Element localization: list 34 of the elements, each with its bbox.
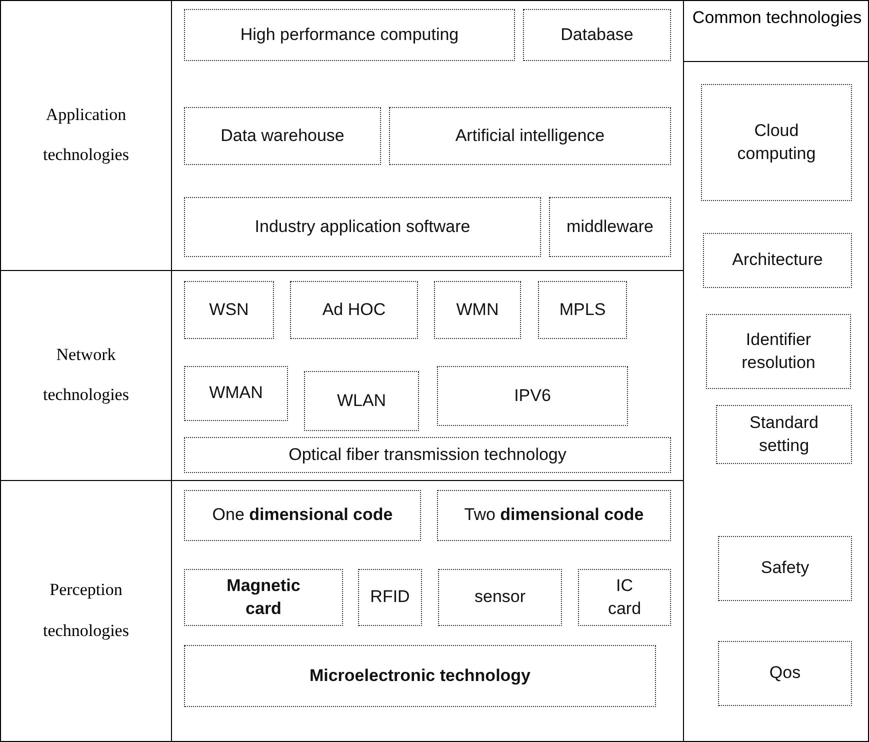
technology-box: IPV6 [437, 366, 628, 426]
technology-box: Ad HOC [290, 281, 418, 339]
technology-box: Optical fiber transmission technology [184, 437, 671, 473]
layer-panel [0, 0, 684, 271]
technology-box: Magnetic card [184, 569, 343, 626]
technology-box: IC card [578, 569, 671, 626]
technology-box: Industry application software [184, 197, 541, 257]
technology-box: Identifier resolution [706, 314, 851, 389]
layer-title: Network technologies [42, 344, 130, 406]
layer-panel [0, 480, 684, 742]
technology-box: Cloud computing [701, 84, 852, 201]
technology-box: Standard setting [716, 405, 852, 464]
technology-box: Database [523, 9, 671, 61]
technology-box: RFID [358, 569, 422, 626]
technology-box: One dimensional code [184, 490, 421, 541]
technology-box: Safety [718, 536, 852, 601]
technology-box: WMN [434, 281, 521, 339]
technology-box: Qos [718, 641, 852, 706]
technology-box: MPLS [538, 281, 627, 339]
technology-box: WMAN [184, 366, 288, 421]
technology-box: middleware [549, 197, 671, 257]
technology-box: sensor [438, 569, 562, 626]
technology-box: WLAN [304, 371, 419, 431]
technology-box: Microelectronic technology [184, 645, 656, 707]
technology-box: Artificial intelligence [389, 107, 671, 165]
layer-title: Perception technologies [42, 579, 130, 642]
technology-box: High performance computing [184, 9, 515, 61]
technology-box: Architecture [703, 233, 852, 288]
technology-box: WSN [184, 281, 274, 339]
column-panel [683, 0, 869, 742]
technology-box: Data warehouse [184, 107, 381, 165]
technology-box: Two dimensional code [437, 490, 671, 541]
layer-title: Common technologies [691, 7, 863, 29]
layer-title: Application technologies [42, 104, 130, 166]
